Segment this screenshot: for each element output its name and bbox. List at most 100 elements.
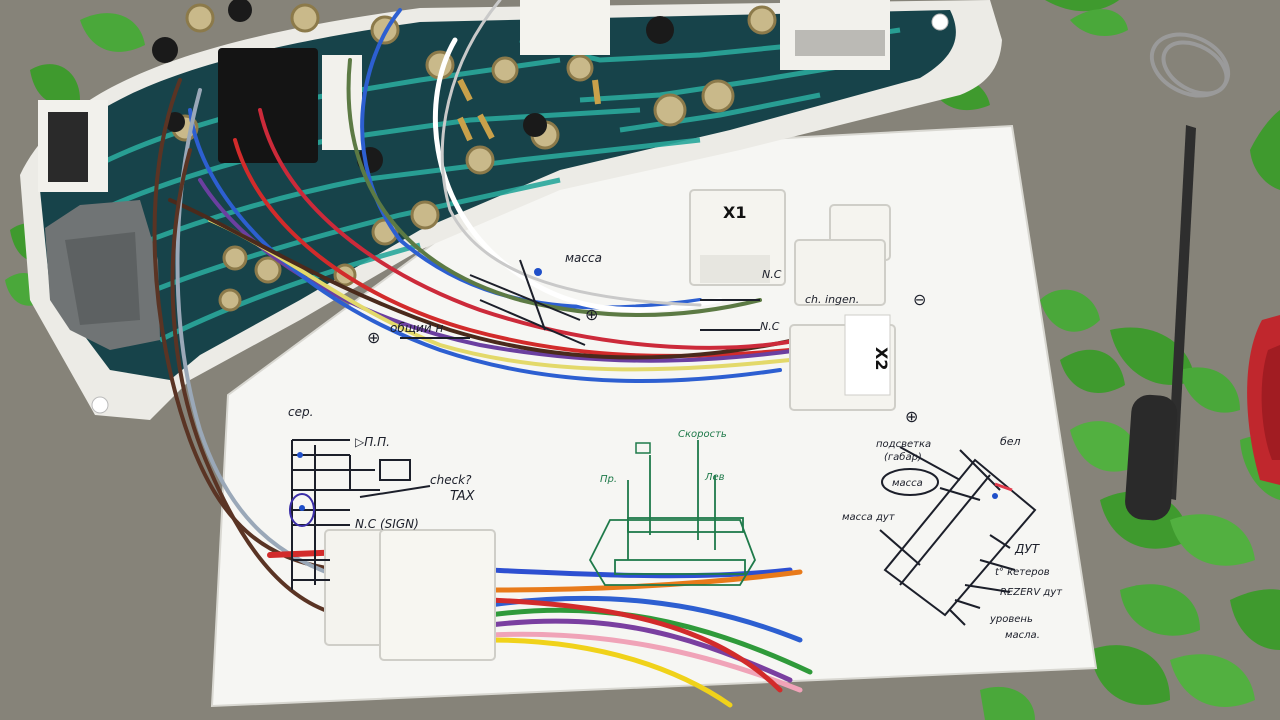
pcb-pad (566, 54, 594, 82)
ink-dot (299, 505, 305, 511)
scissors-handle-inner (1261, 345, 1280, 460)
mounting-hole (91, 396, 109, 414)
label-massa-right: масса (892, 478, 923, 489)
ink-dot (992, 493, 998, 499)
leaf (1180, 367, 1240, 413)
label-bel: бел (1000, 435, 1021, 448)
sketch-line (954, 599, 981, 609)
coil-loop (1161, 40, 1229, 96)
label-level-2: масла. (1005, 630, 1040, 641)
label-ingen: ch. ingen. (805, 293, 859, 306)
connector-x1 (689, 189, 786, 286)
left-diagram-lines (291, 439, 431, 590)
x1-pin-face (700, 255, 770, 283)
pcb-pad (701, 79, 735, 113)
bulb-socket (228, 0, 252, 22)
leaf (1090, 645, 1170, 705)
x2-label-tab (844, 314, 891, 396)
leaf (80, 13, 145, 52)
right-diagram-lines (879, 446, 1037, 626)
label-gabar: (габар) (884, 451, 922, 463)
connector-half-right (379, 529, 496, 661)
ballpoint-pen (1125, 125, 1196, 521)
label-check: check? (430, 473, 472, 487)
leaf (1230, 589, 1280, 650)
white-board-socket (520, 0, 610, 55)
ink-dot (534, 268, 542, 276)
leaf (1060, 349, 1125, 393)
label-level-1: уровень (989, 614, 1033, 625)
pcb-pad (254, 256, 282, 284)
leaf (30, 64, 80, 105)
bulb-socket (152, 37, 178, 63)
resistors (457, 78, 601, 142)
sketch-line (469, 274, 581, 321)
sketch-line (359, 485, 431, 498)
label-nc-2: N.C (760, 320, 780, 333)
resistor (592, 79, 601, 105)
leaf (1070, 9, 1128, 36)
label-speed: Скорость (678, 429, 727, 440)
resistor (477, 113, 495, 140)
plus-symbol: ⊕ (585, 305, 598, 324)
sketch-line (479, 299, 586, 346)
sketch-line (949, 609, 966, 626)
grey-connector-face (65, 232, 140, 325)
pcb-pad (218, 288, 242, 312)
leaf (1170, 514, 1255, 566)
bulb-socket (523, 113, 547, 137)
label-rezerv: REZERV дут (1000, 587, 1063, 598)
minus-symbol: ⊖ (913, 290, 926, 309)
label-nc-sign: N.C (SIGN) (355, 517, 419, 531)
wire-red (258, 108, 802, 350)
bulb-socket (646, 16, 674, 44)
sketch-line (899, 446, 961, 481)
wire-coil (1149, 32, 1231, 98)
resistor (457, 116, 473, 142)
ink-dot (297, 452, 303, 458)
sketch-outline (588, 519, 756, 586)
ink-circle (289, 493, 315, 527)
middle-diagram-lines (588, 440, 756, 586)
label-lev: Лев (704, 472, 725, 483)
label-dut: ДУТ (1014, 542, 1041, 556)
black-board-connector (218, 48, 318, 163)
pcb-pad (465, 145, 495, 175)
leaf (1070, 421, 1140, 472)
wire-blue (487, 567, 793, 579)
plus-symbol: ⊕ (367, 328, 380, 347)
pcb-trace (158, 242, 421, 343)
sketch-line (939, 487, 981, 501)
sketch-line (879, 529, 921, 566)
sketch-fuel-icon (635, 442, 651, 454)
wire-red (487, 597, 783, 693)
sketch-line (989, 534, 1011, 549)
connector-x2 (789, 314, 896, 411)
label-tax: TAX (450, 489, 476, 504)
leaf (1045, 0, 1120, 12)
sketch-line (979, 559, 1016, 571)
wire-violet (487, 618, 793, 683)
sketch-line (899, 474, 991, 586)
sketch-block (883, 458, 1037, 617)
bottom-connector (324, 529, 496, 661)
leaf (1170, 654, 1255, 707)
bulb-socket (165, 112, 185, 132)
x1-label: X1 (723, 203, 746, 222)
label-ser: сер. (288, 405, 313, 419)
wire-white (432, 37, 723, 313)
upper-diagram-lines (400, 259, 760, 346)
pcb-pad (491, 56, 519, 84)
label-pr: Пр. (600, 474, 617, 485)
label-backlight: подсветка (876, 439, 931, 450)
sketch-box (379, 459, 411, 481)
pcb-trace (619, 92, 821, 133)
label-pp: ▷П.П. (355, 435, 390, 449)
pcb-pad (290, 3, 320, 33)
leaf (1120, 584, 1200, 636)
wire-blue (188, 108, 782, 384)
wire-yellow (487, 637, 733, 708)
wire-harness (152, 0, 802, 617)
